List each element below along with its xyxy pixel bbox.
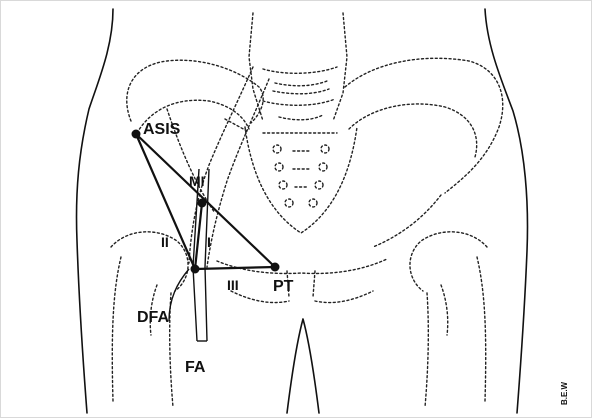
pelvic-inlet — [217, 259, 387, 303]
psoas-bands — [189, 67, 269, 267]
body-outline — [77, 9, 528, 413]
line-ii-label: II — [161, 234, 169, 250]
line-i-label: I — [207, 234, 211, 250]
mi-point — [198, 199, 207, 208]
sacrum — [245, 127, 357, 233]
dfa-label: DFA — [137, 309, 169, 326]
pt-label: PT — [273, 278, 294, 295]
line-iii-label: III — [227, 277, 239, 293]
pelvis-bone — [127, 58, 503, 247]
femoral-point — [191, 265, 200, 274]
spine — [249, 13, 347, 121]
mi-label: MI — [189, 173, 205, 189]
pt-point — [271, 263, 280, 272]
asis-point — [132, 130, 141, 139]
asis-label: ASIS — [143, 121, 181, 138]
artist-signature: B.E.W — [560, 381, 569, 405]
fa-label: FA — [185, 359, 206, 376]
